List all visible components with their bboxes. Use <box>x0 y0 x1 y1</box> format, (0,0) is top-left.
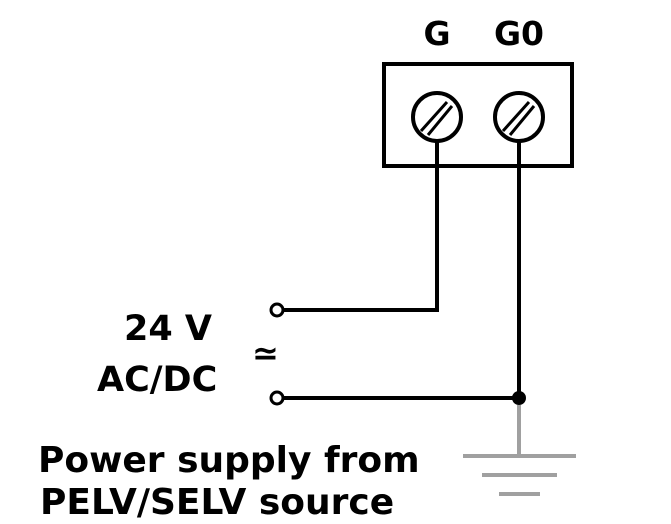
terminal-g-label: G <box>423 14 450 53</box>
caption-line-1: Power supply from <box>38 440 420 481</box>
supply-voltage-label: 24 V <box>124 309 212 349</box>
terminal-g0-label: G0 <box>494 14 544 53</box>
caption-line-2: PELV/SELV source <box>40 482 394 523</box>
wire-g0 <box>283 141 521 400</box>
supply-type-label: AC/DC <box>97 360 217 400</box>
open-contact-lower-icon <box>269 390 285 406</box>
screw-terminal-g-icon <box>411 91 463 143</box>
open-contact-upper-icon <box>269 302 285 318</box>
wire-g <box>283 141 439 312</box>
screw-terminal-g0-icon <box>493 91 545 143</box>
junction-dot-icon <box>512 391 526 405</box>
approx-ac-dc-symbol: ≃ <box>252 334 279 372</box>
ground-icon <box>463 454 576 496</box>
